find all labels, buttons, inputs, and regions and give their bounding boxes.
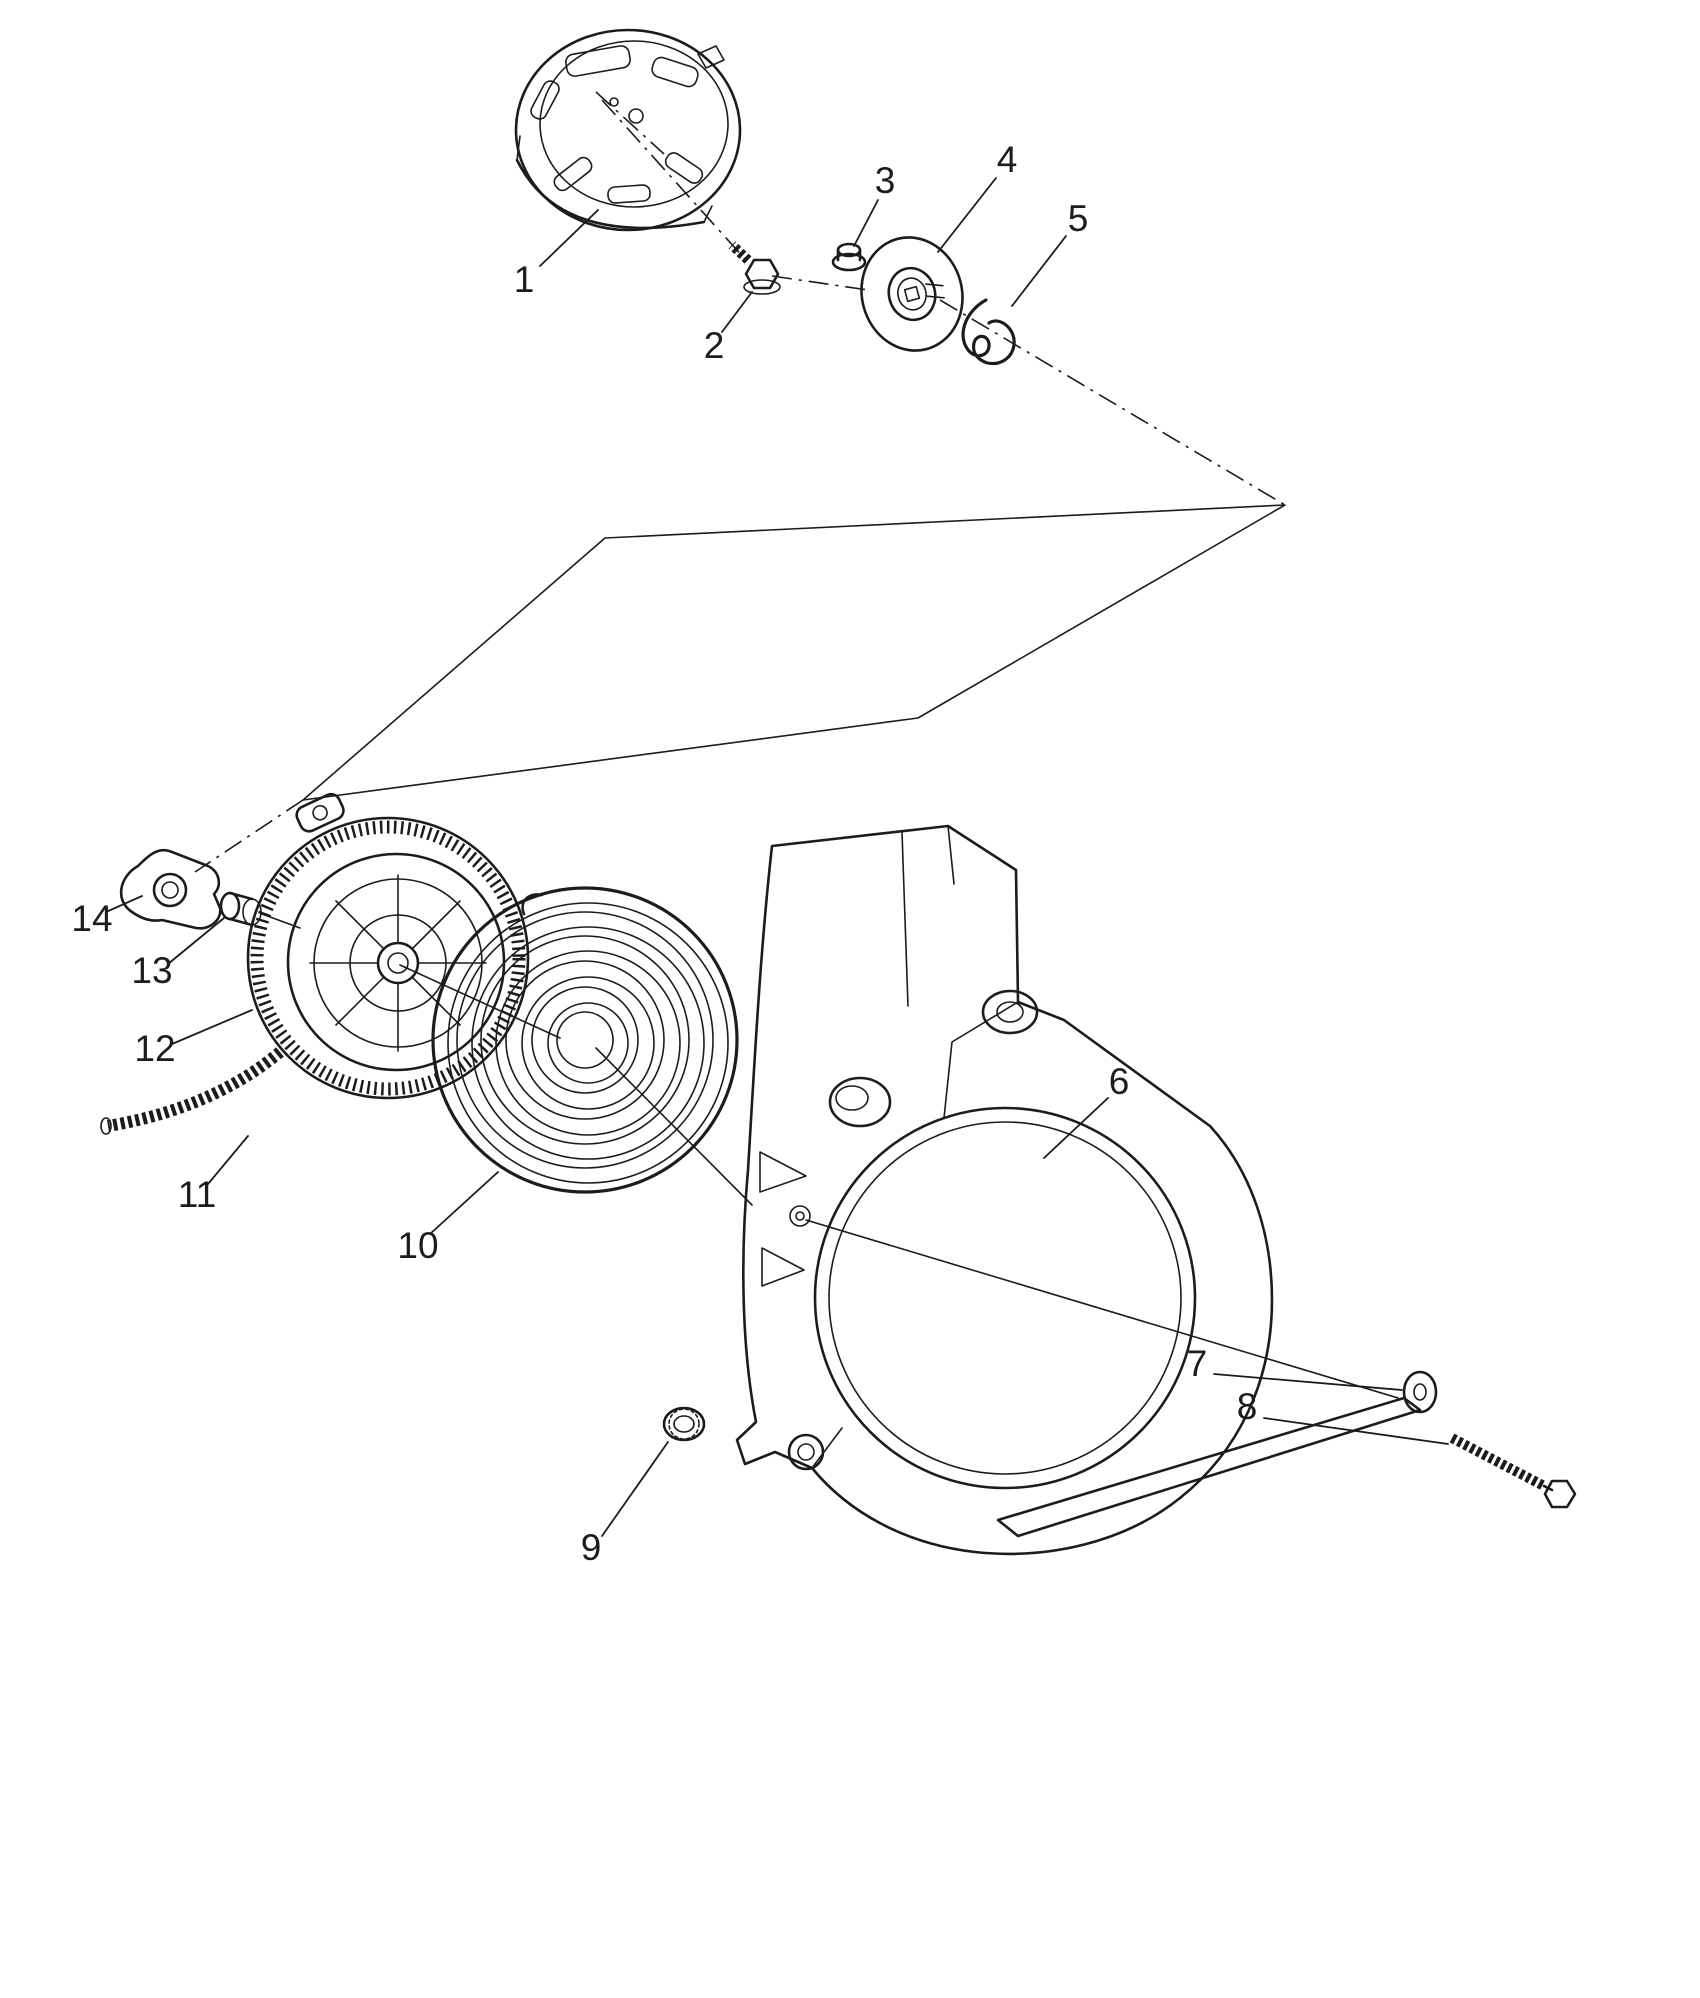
part-label-2: 2 [704, 325, 725, 366]
leader-line-2 [721, 291, 753, 333]
part-label-4: 4 [997, 139, 1018, 180]
part-11-starter-rope [100, 1047, 284, 1135]
part-10-recoil-spring [431, 886, 753, 1206]
part-4-friction-plate [860, 236, 964, 352]
leader-line-9 [601, 1441, 669, 1537]
leader-line-10 [429, 1171, 499, 1235]
leader-line-14 [105, 895, 143, 913]
part-5-retainer-clip [961, 298, 1016, 366]
part-9-fitting-nut [662, 1406, 706, 1442]
reel-spokes [309, 874, 487, 1052]
leader-line-11 [207, 1135, 249, 1185]
leader-line-7 [1213, 1373, 1403, 1391]
leader-line-4 [937, 177, 997, 253]
part-label-10: 10 [397, 1225, 438, 1266]
part-label-6: 6 [1109, 1061, 1130, 1102]
part-label-1: 1 [514, 259, 535, 300]
part-8-bolt [1449, 1433, 1577, 1509]
leader-line-13 [167, 917, 225, 965]
leader-line-8 [1263, 1417, 1449, 1445]
part-label-11: 11 [178, 1174, 216, 1215]
cup-tab [697, 45, 725, 69]
part-label-3: 3 [875, 160, 896, 201]
part-label-5: 5 [1068, 198, 1089, 239]
part-2-bolt [728, 241, 781, 295]
part-label-7: 7 [1187, 1343, 1208, 1384]
leader-line-5 [1011, 235, 1067, 307]
leader-line-6 [1043, 1097, 1109, 1159]
leader-line-3 [853, 199, 879, 247]
axis-lines [194, 99, 1286, 873]
part-label-13: 13 [131, 950, 172, 991]
spring-outer-hook [521, 893, 544, 916]
part-label-9: 9 [581, 1527, 602, 1568]
part-14-handle-bracket [119, 848, 222, 930]
reel-pawl [295, 792, 345, 833]
part-label-8: 8 [1237, 1386, 1258, 1427]
part-7-washer-stay [996, 1370, 1438, 1538]
reference-plane [302, 504, 1286, 801]
part-12-rope-reel [246, 792, 561, 1100]
part-6-recoil-housing [735, 824, 1399, 1556]
part-3-nut [831, 242, 867, 272]
part-1-starter-cup [514, 28, 742, 232]
leader-line-12 [171, 1009, 253, 1045]
part-label-12: 12 [134, 1028, 175, 1069]
leader-line-1 [539, 209, 599, 267]
part-label-14: 14 [71, 898, 112, 939]
